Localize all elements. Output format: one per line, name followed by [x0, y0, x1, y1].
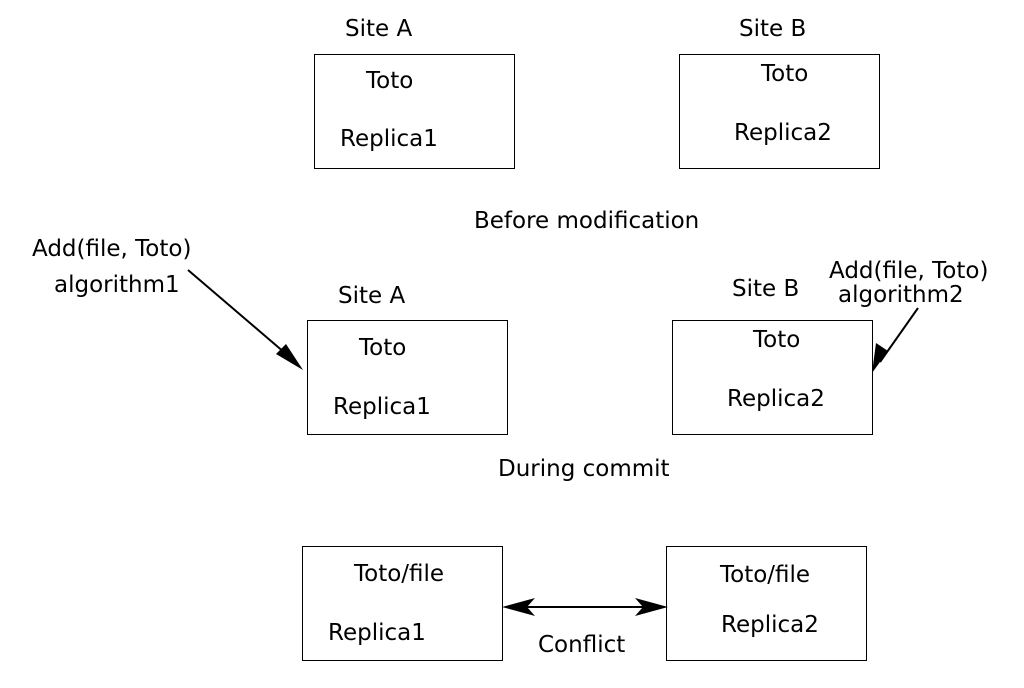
after-left-name: Toto/file	[354, 561, 445, 587]
during-caption: During commit	[498, 456, 670, 482]
site-b-operation-arrow	[872, 307, 919, 373]
site-a-operation: Add(file, Toto)	[32, 236, 192, 262]
before-caption: Before modification	[474, 208, 700, 234]
after-right-replica: Replica2	[721, 612, 819, 638]
during-site-b-box	[672, 320, 873, 435]
conflict-label: Conflict	[538, 632, 626, 658]
site-a-algorithm: algorithm1	[54, 272, 180, 298]
before-site-a-label: Site A	[345, 16, 413, 42]
after-right-box	[666, 546, 867, 661]
during-site-a-box	[307, 320, 508, 435]
before-site-b-replica: Replica2	[734, 120, 832, 146]
during-site-a-label: Site A	[338, 283, 406, 309]
conflict-arrow	[502, 598, 668, 616]
before-site-b-label: Site B	[739, 16, 807, 42]
site-b-operation: Add(file, Toto)	[829, 258, 989, 284]
site-b-algorithm: algorithm2	[838, 282, 964, 308]
before-site-a-name: Toto	[366, 68, 414, 94]
during-site-a-name: Toto	[359, 335, 407, 361]
after-left-box	[302, 546, 503, 661]
after-left-replica: Replica1	[328, 620, 426, 646]
before-site-a-box	[314, 54, 515, 169]
during-site-b-replica: Replica2	[727, 386, 825, 412]
before-site-b-name: Toto	[761, 61, 809, 87]
site-a-operation-arrow	[187, 269, 303, 370]
before-site-a-replica: Replica1	[340, 126, 438, 152]
after-right-name: Toto/file	[720, 562, 811, 588]
during-site-a-replica: Replica1	[333, 394, 431, 420]
during-site-b-label: Site B	[732, 276, 800, 302]
during-site-b-name: Toto	[753, 327, 801, 353]
before-site-b-box	[679, 54, 880, 169]
